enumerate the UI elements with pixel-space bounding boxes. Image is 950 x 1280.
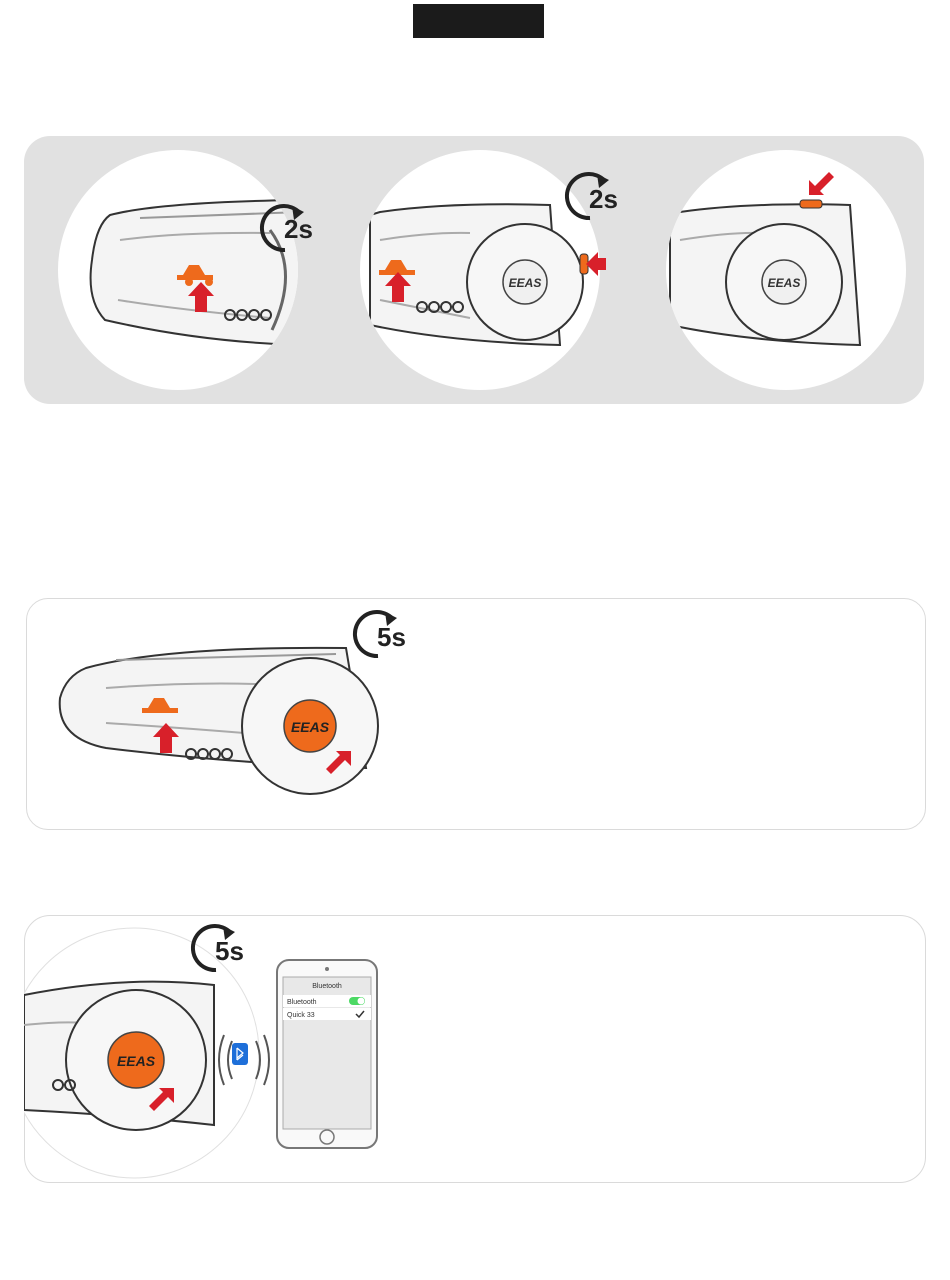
logo-text: EEAS [509, 276, 542, 290]
timer-label-2: 2s [589, 184, 618, 214]
timer-icon-2: 2s [567, 174, 618, 218]
panel-3-illustration: EEAS 5s Bluetooth Bluetooth Quick 33 [24, 915, 924, 1183]
timer-label-1: 2s [284, 214, 313, 244]
device-closeup-circle-3: EEAS [666, 150, 906, 390]
timer-label-4: 5s [215, 936, 244, 966]
logo-text: EEAS [768, 276, 801, 290]
phone-title: Bluetooth [312, 983, 342, 990]
device-closeup-circle-1 [58, 150, 300, 390]
timer-icon-3: 5s [355, 612, 406, 656]
panel-2-illustration: EEAS 5s [26, 598, 924, 830]
logo-text: EEAS [117, 1053, 156, 1069]
phone-row-label-0: Bluetooth [287, 999, 317, 1006]
top-button [800, 200, 822, 208]
smartphone: Bluetooth Bluetooth Quick 33 [277, 960, 377, 1148]
logo-text: EEAS [291, 719, 330, 735]
phone-row-label-1: Quick 33 [287, 1012, 315, 1019]
timer-label-3: 5s [377, 622, 406, 652]
panel-1-illustrations: 2s EEAS 2s EEAS [0, 0, 950, 430]
